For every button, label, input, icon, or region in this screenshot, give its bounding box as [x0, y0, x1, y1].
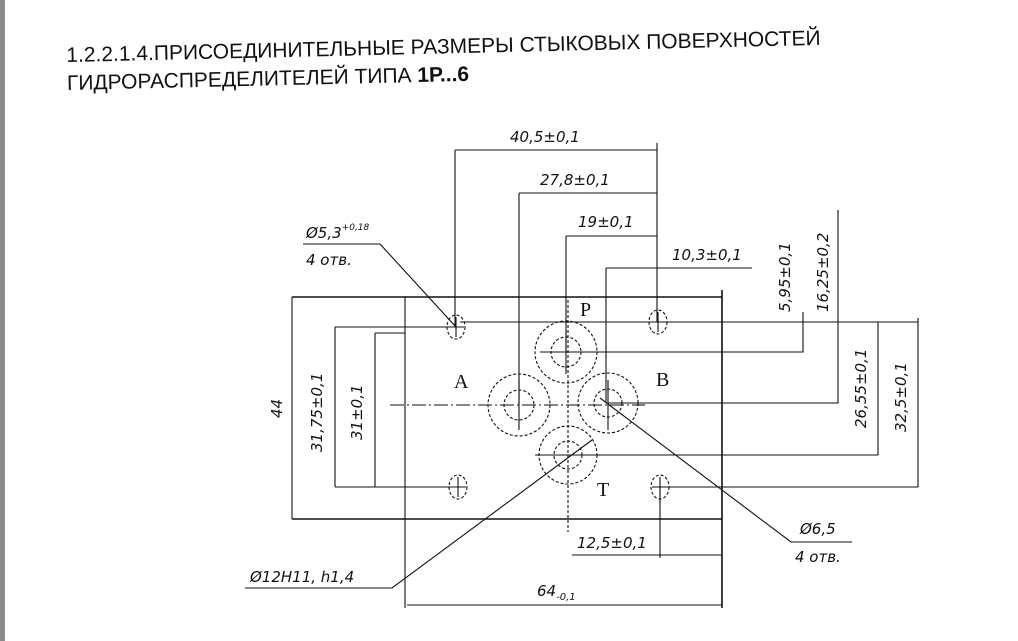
- callout-port-hole: Ø6,5: [799, 520, 836, 538]
- right-dimension-lines: [460, 210, 919, 488]
- callout-small-hole: Ø5,3+0,18: [305, 223, 370, 242]
- leader-small-hole: [303, 243, 457, 328]
- scan-edge: [0, 0, 5, 641]
- dim-26-55: 26,55±0,1: [852, 349, 870, 428]
- callout-port-hole-count: 4 отв.: [795, 548, 841, 566]
- dim-12-5: 12,5±0,1: [577, 534, 647, 552]
- port-label-t: T: [597, 479, 609, 501]
- left-dimension-lines: [291, 297, 458, 519]
- port-label-a: A: [454, 371, 469, 393]
- bottom-dimension-lines: [407, 487, 722, 606]
- dim-44: 44: [268, 399, 286, 418]
- top-dimension-lines: [454, 143, 752, 405]
- port-label-p: P: [580, 299, 591, 321]
- plate-outline: [292, 290, 723, 608]
- dim-16-25: 16,25±0,2: [814, 233, 832, 312]
- dim-5-95: 5,95±0,1: [776, 242, 794, 312]
- dim-27-8: 27,8±0,1: [540, 171, 610, 189]
- callout-counterbore: Ø12H11, h1,4: [249, 568, 354, 586]
- dim-10-3: 10,3±0,1: [672, 246, 742, 264]
- callout-small-hole-count: 4 отв.: [306, 251, 352, 269]
- leader-port-hole: [599, 397, 852, 543]
- port-label-b: B: [656, 369, 669, 391]
- dim-31-75: 31,75±0,1: [308, 373, 326, 452]
- leader-counterbore: [245, 439, 593, 589]
- dim-19: 19±0,1: [578, 213, 634, 231]
- dim-32-5: 32,5±0,1: [892, 362, 910, 432]
- dim-64: 64-0,1: [537, 582, 576, 603]
- dim-31: 31±0,1: [348, 384, 366, 440]
- dim-40-5: 40,5±0,1: [510, 128, 580, 146]
